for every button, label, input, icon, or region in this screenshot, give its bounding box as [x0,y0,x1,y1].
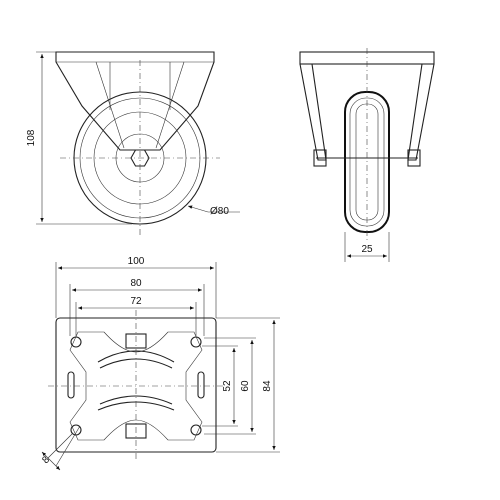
mounting-plate [55,317,217,453]
mounting-hole-bottom-right [190,424,202,436]
dim-hole-diameter-8: 8 [40,454,52,466]
mounting-hole-top-right [190,336,202,348]
front-view: 25 [299,48,435,262]
dim-hole-spacing-52: 52 [222,380,233,392]
axle-bolt-top [125,333,147,349]
side-fork [55,51,215,151]
mounting-hole-top-left [70,336,82,348]
front-axle-nut-left [313,149,327,167]
dim-wheel-diameter: Ø80 [210,206,229,217]
dim-wheel-width: 25 [361,244,373,255]
top-plate-view: 100 80 72 52 60 84 8 [40,256,280,471]
dim-height-108: 108 [26,129,37,146]
dim-plate-depth-84: 84 [262,380,273,392]
dim-hole-spacing-60: 60 [240,380,251,392]
front-fork-right [407,63,435,161]
side-axle-nut [130,149,150,167]
side-view: 108 Ø80 [26,51,240,236]
dim-hole-spacing-72: 72 [130,296,142,307]
dim-hole-spacing-80: 80 [130,278,142,289]
dim-plate-width-100: 100 [128,256,145,267]
fork-bracket-outline [69,331,203,441]
slot-right [197,371,205,399]
mounting-hole-bottom-left [70,424,82,436]
front-fork-left [299,63,327,161]
front-axle-nut-right [407,149,421,167]
slot-left [67,371,75,399]
